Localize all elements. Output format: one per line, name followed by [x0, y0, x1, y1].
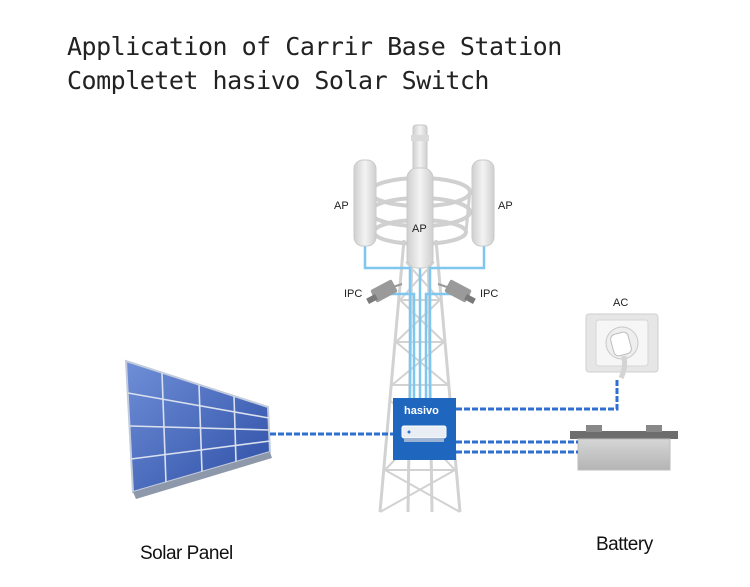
switch-brand-label: hasivo — [404, 405, 439, 417]
battery — [570, 425, 678, 471]
ipc-left-label: IPC — [344, 288, 362, 300]
ap-center-label: AP — [412, 223, 427, 235]
antenna-ap-left — [353, 159, 377, 247]
solar-panel — [124, 359, 272, 499]
ap-right-label: AP — [498, 200, 513, 212]
power-cables — [270, 378, 619, 454]
ipc-right-label: IPC — [480, 288, 498, 300]
title-line-1: Application of Carrir Base Station — [67, 32, 562, 61]
ap-left-label: AP — [334, 200, 349, 212]
antenna-ap-right — [471, 159, 495, 247]
antenna-ap-center — [406, 167, 434, 269]
solar-panel-caption: Solar Panel — [140, 543, 233, 564]
ipc-camera-right — [437, 279, 476, 304]
ac-label: AC — [613, 297, 628, 309]
hasivo-solar-switch: hasivo — [393, 398, 456, 460]
title-line-2: Completet hasivo Solar Switch — [67, 66, 489, 95]
ipc-camera-left — [366, 279, 403, 304]
antenna-mast — [411, 124, 429, 171]
ac-outlet — [585, 313, 659, 380]
diagram-title: Application of Carrir Base Station Compl… — [67, 30, 562, 98]
battery-caption: Battery — [596, 534, 653, 555]
